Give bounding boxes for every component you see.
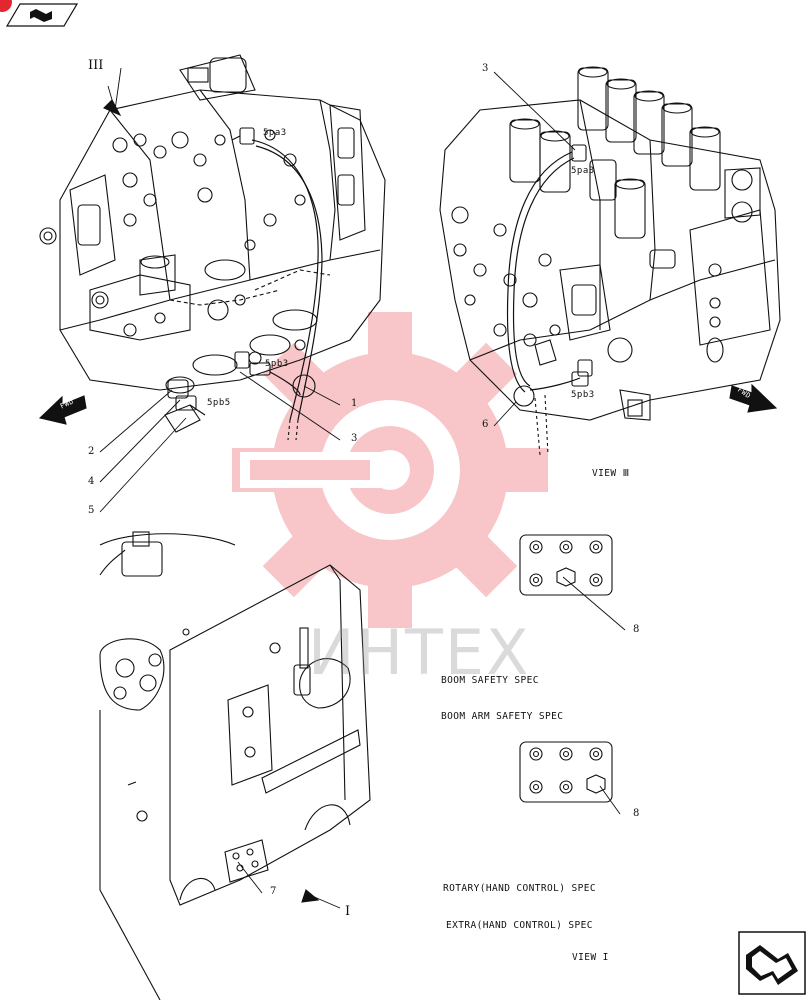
spec-plate-boom	[519, 534, 613, 596]
port-label-5pa3-right: 5pa3	[571, 166, 595, 176]
callout-6: 6	[482, 419, 489, 430]
next-page-arrow-icon	[746, 945, 798, 985]
boom-arm-safety-spec-label: BOOM ARM SAFETY SPEC	[441, 711, 564, 722]
view-iii-caption: VIEW Ⅲ	[592, 468, 630, 479]
bottom-panel-assembly	[99, 531, 371, 1000]
right-hose	[506, 151, 573, 393]
extra-spec-label: EXTRA(HAND CONTROL) SPEC	[446, 920, 593, 931]
left-hose	[251, 139, 319, 421]
spec-plate-rotary	[519, 741, 613, 803]
view-marker-iii: III	[88, 58, 104, 73]
rotary-spec-label: ROTARY(HAND CONTROL) SPEC	[443, 883, 596, 894]
watermark-text: ИНТЕХ	[308, 616, 531, 689]
next-page-button[interactable]	[738, 931, 806, 995]
callout-8-bottom: 8	[633, 808, 640, 819]
callout-5: 5	[88, 505, 95, 516]
port-label-5pb5: 5pb5	[207, 398, 231, 408]
callout-3-right: 3	[482, 63, 489, 74]
callout-2: 2	[88, 446, 95, 457]
fwd-arrow-left	[38, 395, 87, 425]
callout-4: 4	[88, 476, 95, 487]
right-control-valve	[439, 66, 781, 421]
view-marker-i: I	[345, 904, 351, 919]
back-arrow-icon	[30, 9, 52, 22]
callout-3-left: 3	[351, 433, 358, 444]
callout-8-top: 8	[633, 624, 640, 635]
boom-safety-spec-label: BOOM SAFETY SPEC	[441, 675, 539, 686]
port-label-5pb3-right: 5pb3	[571, 390, 595, 400]
callout-1: 1	[351, 398, 358, 409]
back-button[interactable]	[6, 3, 78, 27]
callout-7: 7	[270, 886, 277, 897]
port-label-5pa3-left: 5pa3	[263, 128, 287, 138]
port-label-5pb3-left: 5pb3	[265, 359, 289, 369]
view-i-caption: VIEW I	[572, 952, 609, 963]
corner-badge	[0, 0, 12, 12]
left-control-valve	[39, 54, 386, 433]
fwd-arrow-right	[729, 383, 778, 413]
